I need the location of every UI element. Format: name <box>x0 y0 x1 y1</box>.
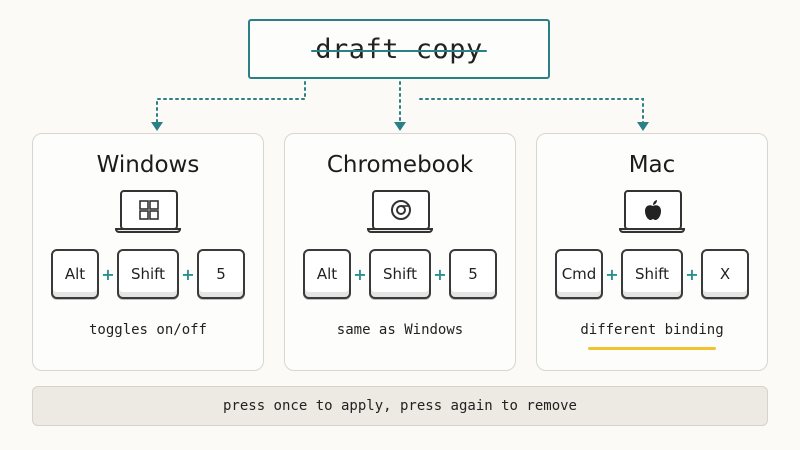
laptop-icon <box>115 190 181 236</box>
platform-card-windows: Windows Alt + Shift + 5 toggles o <box>32 133 264 371</box>
platform-name: Windows <box>96 152 200 178</box>
laptop-icon <box>619 190 685 236</box>
plus-sign: + <box>433 264 447 284</box>
platform-caption: different binding <box>580 322 724 338</box>
shortcut-keys: Alt + Shift + 5 <box>33 248 263 300</box>
key: 5 <box>449 249 497 299</box>
key: Shift <box>117 249 179 299</box>
platform-name: Chromebook <box>326 152 474 178</box>
plus-sign: + <box>181 264 195 284</box>
laptop-icon <box>367 190 433 236</box>
footer-text: press once to apply, press again to remo… <box>222 398 577 414</box>
plus-sign: + <box>605 264 619 284</box>
chrome-logo-icon <box>391 200 411 220</box>
platform-card-mac: Mac Cmd + Shift + X different binding <box>536 133 768 371</box>
windows-logo-icon <box>139 200 159 220</box>
platform-caption: toggles on/off <box>88 322 207 338</box>
apple-logo-icon <box>645 200 661 220</box>
platform-caption: same as Windows <box>336 322 464 338</box>
shortcut-keys: Alt + Shift + 5 <box>285 248 515 300</box>
connector-windows <box>156 81 306 125</box>
key: Alt <box>51 249 99 299</box>
plus-sign: + <box>101 264 115 284</box>
highlight-underline <box>588 347 716 350</box>
title-box: draft copy <box>248 19 550 79</box>
platform-name: Mac <box>628 152 676 178</box>
key: Shift <box>621 249 683 299</box>
footer-note: press once to apply, press again to remo… <box>32 386 768 426</box>
key: Shift <box>369 249 431 299</box>
arrowhead-windows <box>151 122 163 131</box>
platform-card-chromebook: Chromebook Alt + Shift + 5 same as Windo… <box>284 133 516 371</box>
key: X <box>701 249 749 299</box>
arrowhead-mac <box>637 122 649 131</box>
key: Cmd <box>555 249 603 299</box>
key: 5 <box>197 249 245 299</box>
connector-mac <box>419 98 644 125</box>
plus-sign: + <box>353 264 367 284</box>
plus-sign: + <box>685 264 699 284</box>
arrowhead-chromebook <box>394 122 406 131</box>
title-text: draft copy <box>311 33 487 65</box>
shortcut-keys: Cmd + Shift + X <box>537 248 767 300</box>
key: Alt <box>303 249 351 299</box>
